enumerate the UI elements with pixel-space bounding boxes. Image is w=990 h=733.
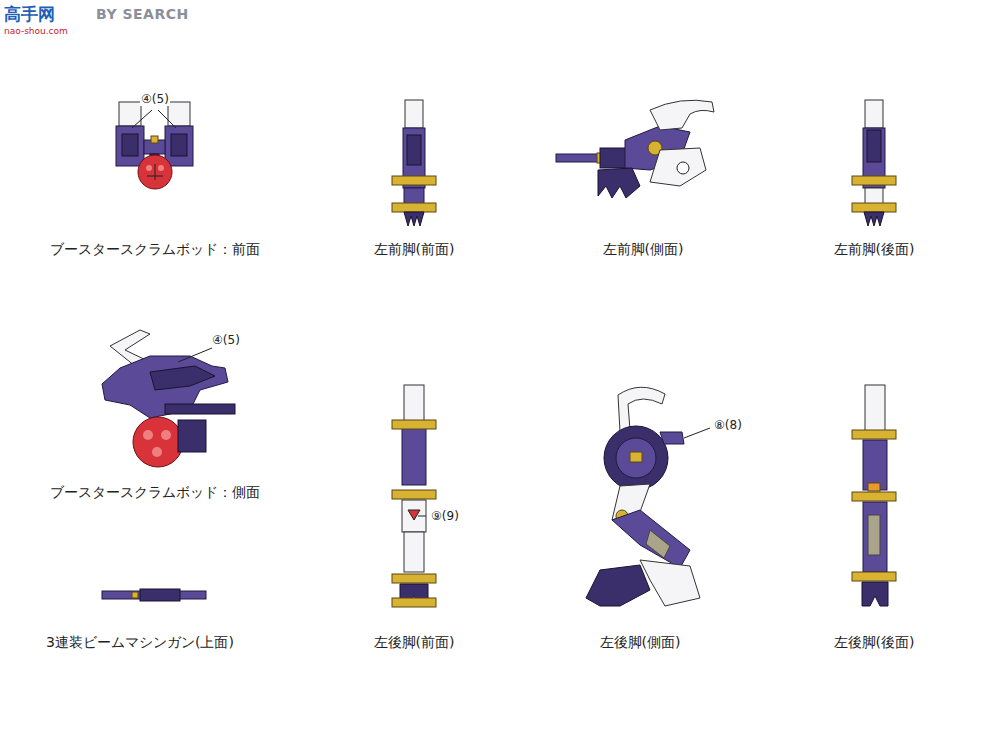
booster-front-view-part <box>122 134 138 156</box>
beam-machinegun-top-view-part <box>140 589 180 601</box>
rear-leg-back-view-part <box>865 385 885 435</box>
rear-leg-side-view-part <box>640 560 700 606</box>
rear-leg-side-view-part <box>618 387 665 432</box>
view-caption: 左後脚(側面) <box>600 634 681 651</box>
rear-leg-front-view-part <box>408 510 420 520</box>
rear-leg-front-view-part <box>404 532 424 572</box>
front-leg-side-view-part <box>650 100 714 130</box>
booster-side-view <box>102 330 235 467</box>
front-leg-side-view-part <box>650 148 706 186</box>
view-caption: 左前脚(後面) <box>834 241 915 258</box>
booster-side-view-part <box>161 430 171 440</box>
rear-leg-back-view-part <box>852 492 896 501</box>
view-caption: ブースタースクラムボッド：側面 <box>50 484 260 501</box>
front-leg-side-view-part <box>598 168 640 198</box>
booster-side-view-part <box>152 447 162 457</box>
rear-leg-side-view-part <box>684 428 710 438</box>
front-leg-side-view-part <box>677 162 689 174</box>
booster-front-view-part <box>132 110 176 128</box>
front-leg-front-view-part <box>405 100 423 128</box>
rear-leg-front-view-part <box>418 516 426 517</box>
rear-leg-back-view-part <box>852 572 896 581</box>
watermark: BY SEARCH <box>96 6 189 23</box>
front-leg-back-view-part <box>865 188 883 204</box>
booster-front-view-part <box>158 165 164 171</box>
front-leg-back-view-part <box>865 100 883 128</box>
rear-leg-back-view-part <box>863 502 887 572</box>
rear-leg-back-view-part <box>863 440 887 490</box>
rear-leg-side-view-part <box>660 432 684 444</box>
view-caption: 左後脚(後面) <box>834 634 915 651</box>
booster-front-view-part <box>138 155 172 189</box>
callout-number: ⑧(8) <box>713 418 743 432</box>
callout-number: ④(5) <box>211 333 241 347</box>
rear-leg-back-view-part <box>868 483 880 491</box>
front-leg-front-view-part <box>392 176 436 185</box>
booster-front-view-part <box>146 165 152 171</box>
booster-side-view-part <box>133 417 183 467</box>
booster-side-view-part <box>178 420 206 452</box>
booster-front-view-part <box>147 164 163 180</box>
beam-machinegun-top-view-part <box>132 592 138 598</box>
rear-leg-front-view-part <box>402 500 426 532</box>
rear-leg-front-view-part <box>392 598 436 607</box>
rear-leg-side-view <box>586 387 710 606</box>
rear-leg-side-view-part <box>586 565 650 606</box>
booster-side-view-part <box>178 348 212 362</box>
front-leg-front-view <box>392 100 436 226</box>
callout-number: ④(5) <box>140 92 170 106</box>
rear-leg-back-view-part <box>868 515 880 555</box>
rear-leg-back-view-part <box>862 582 888 606</box>
view-caption: 左後脚(前面) <box>374 634 455 651</box>
booster-front-view-part <box>165 126 193 166</box>
rear-leg-front-view-part <box>392 574 436 583</box>
watermark: 高手网 <box>4 4 55 24</box>
booster-front-view <box>116 102 193 189</box>
rear-leg-side-view-part <box>616 438 656 478</box>
rear-leg-side-view-part <box>630 452 642 462</box>
view-caption: 左前脚(側面) <box>603 241 684 258</box>
booster-front-view-part <box>151 136 158 143</box>
front-leg-back-view-part <box>864 212 884 226</box>
booster-front-view-part <box>116 126 144 166</box>
rear-leg-front-view-part <box>402 425 426 485</box>
booster-front-view-part <box>168 102 190 126</box>
rear-leg-side-view-part <box>646 530 670 558</box>
front-leg-back-view-part <box>852 203 896 212</box>
view-caption: 3連装ビームマシンガン(上面) <box>46 634 234 651</box>
front-leg-front-view-part <box>404 212 424 226</box>
rear-leg-back-view <box>852 385 896 606</box>
rear-leg-front-view-part <box>392 490 436 499</box>
callout-number: ⑨(9) <box>430 509 460 523</box>
rear-leg-side-view-part <box>604 426 668 490</box>
booster-side-view-part <box>143 430 153 440</box>
beam-machinegun-top-view <box>102 589 206 601</box>
front-leg-front-view-part <box>407 135 421 165</box>
rear-leg-front-view-part <box>392 420 436 429</box>
front-leg-front-view-part <box>392 203 436 212</box>
watermark: nao-shou.com <box>4 26 68 37</box>
rear-leg-side-view-part <box>612 510 690 568</box>
front-leg-back-view-part <box>852 176 896 185</box>
booster-side-view-part <box>150 366 215 390</box>
rear-leg-back-view-part <box>852 430 896 439</box>
view-caption: ブースタースクラムボッド：前面 <box>50 241 260 258</box>
rear-leg-front-view-part <box>404 385 424 425</box>
front-leg-back-view <box>852 100 896 226</box>
booster-side-view-part <box>165 404 235 414</box>
rear-leg-front-view <box>392 385 436 607</box>
front-leg-side-view <box>556 100 714 198</box>
booster-front-view-part <box>171 134 187 156</box>
front-leg-back-view-part <box>867 130 881 162</box>
view-caption: 左前脚(前面) <box>374 241 455 258</box>
